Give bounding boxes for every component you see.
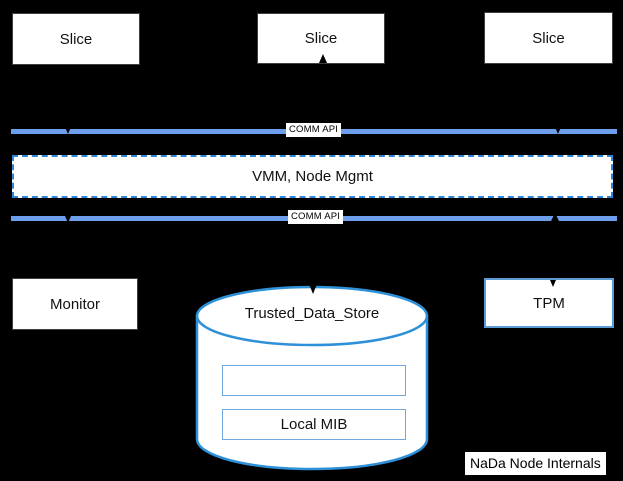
diagram-caption: NaDa Node Internals <box>465 452 606 475</box>
local-mib-box: Local MIB <box>222 409 406 440</box>
vmm-node-mgmt-box: VMM, Node Mgmt <box>12 155 613 198</box>
data-store-empty-slot <box>222 365 406 396</box>
tpm-label: TPM <box>533 294 565 312</box>
arrowhead-down-icon <box>65 127 71 134</box>
local-mib-label: Local MIB <box>280 416 348 433</box>
vmm-label: VMM, Node Mgmt <box>252 168 373 185</box>
slice-1-label: Slice <box>59 30 93 48</box>
slice-box-3: Slice <box>484 12 613 64</box>
comm-api-label-upper: COMM API <box>286 123 342 137</box>
slice-box-1: Slice <box>12 13 140 65</box>
arrowhead-down-icon <box>555 127 561 134</box>
arrowhead-up-icon <box>319 54 327 63</box>
slice-3-label: Slice <box>532 29 565 47</box>
tpm-box: TPM <box>484 278 614 328</box>
arrowhead-down-icon <box>309 284 317 294</box>
data-store-title: Trusted_Data_Store <box>244 305 380 322</box>
arrowhead-down-icon <box>550 280 556 287</box>
monitor-box: Monitor <box>12 278 138 330</box>
slice-2-label: Slice <box>304 30 338 47</box>
monitor-label: Monitor <box>49 295 101 313</box>
comm-api-label-lower: COMM API <box>288 210 344 224</box>
arrowhead-up-icon <box>551 213 559 221</box>
arrowhead-down-icon <box>65 216 71 223</box>
